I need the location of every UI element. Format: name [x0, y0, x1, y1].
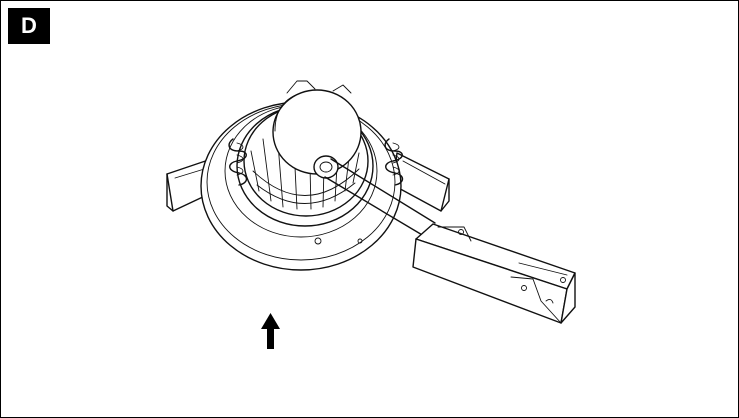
left-spring-coil-icon [228, 138, 248, 186]
panel-label: D [21, 13, 37, 38]
cable [313, 155, 436, 240]
led-driver-icon [412, 223, 576, 324]
right-spring-coil-icon [384, 138, 404, 186]
up-arrow-icon [261, 313, 280, 349]
flange-screw-icon [314, 237, 322, 245]
panel-label-badge: D [8, 8, 50, 44]
flange-mark [357, 238, 363, 244]
